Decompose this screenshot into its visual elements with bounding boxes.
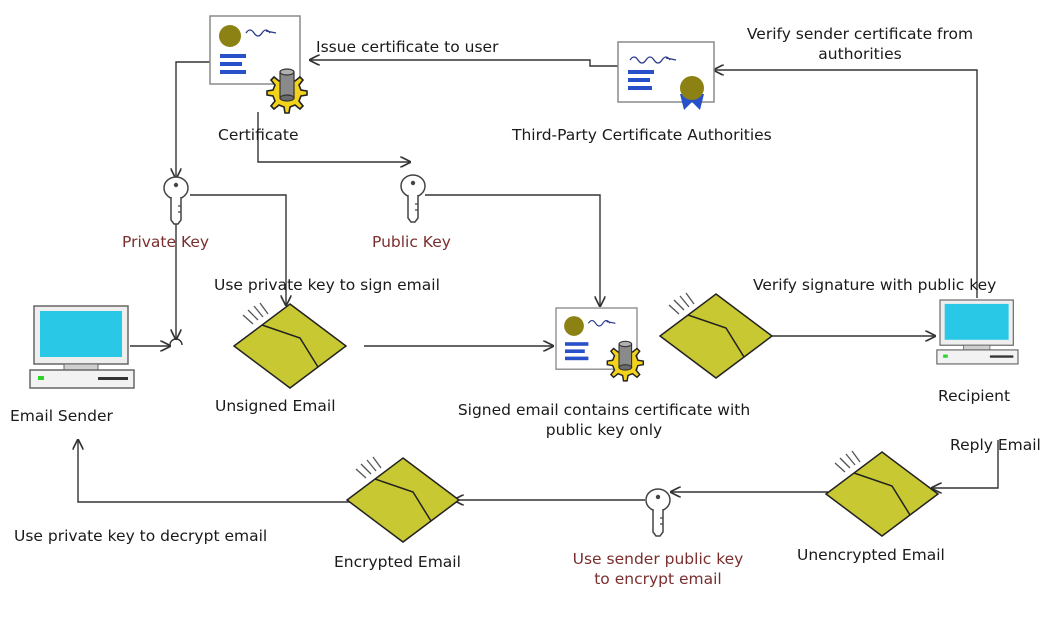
decrypt-email-label: Use private key to decrypt email [14,527,268,545]
signed-email-envelope-icon [659,292,773,379]
arrow-private-key-sign [190,194,286,305]
encrypted-email-label: Encrypted Email [334,553,461,571]
arrow-verify-cert [714,70,978,298]
third-party-ca-label: Third-Party Certificate Authorities [512,126,772,144]
signed-email-certificate-icon [555,307,645,382]
arrow-issue-cert [310,60,620,67]
encrypt-with-public-key-label: Use sender public key to encrypt email [572,550,744,588]
arrow-cert-to-public-key [257,112,410,162]
certificate-icon [209,15,308,114]
issue-certificate-label: Issue certificate to user [316,38,499,56]
unencrypted-email-label: Unencrypted Email [797,546,945,564]
unsigned-email-label: Unsigned Email [215,397,336,415]
public-key-label: Public Key [372,233,451,251]
signed-email-label: Signed email contains certificate with p… [457,401,751,439]
ca-certificate-icon [617,41,715,110]
arrow-reply [932,440,999,488]
public-key-icon [400,174,426,223]
encrypted-email-envelope-icon [346,456,460,543]
recipient-label: Recipient [938,387,1011,405]
unsigned-email-envelope-icon [233,302,347,389]
private-key-label: Private Key [122,233,210,251]
verify-sender-cert-label: Verify sender certificate from authoriti… [746,25,974,63]
encryption-key-icon [645,488,671,537]
verify-signature-label: Verify signature with public key [753,276,997,294]
email-sender-label: Email Sender [10,407,113,425]
reply-email-label: Reply Email [950,436,1041,454]
email-sender-computer-icon [29,305,135,389]
private-key-icon [163,176,189,225]
arrow-public-key-to-signed [425,194,600,306]
unencrypted-email-envelope-icon [825,450,939,537]
arrow-cert-to-private-key [176,61,210,178]
arrow-encrypted-to-sender [78,440,352,503]
sign-email-label: Use private key to sign email [214,276,440,294]
certificate-label: Certificate [218,126,299,144]
recipient-computer-icon [936,299,1019,365]
line-hop [169,338,183,346]
